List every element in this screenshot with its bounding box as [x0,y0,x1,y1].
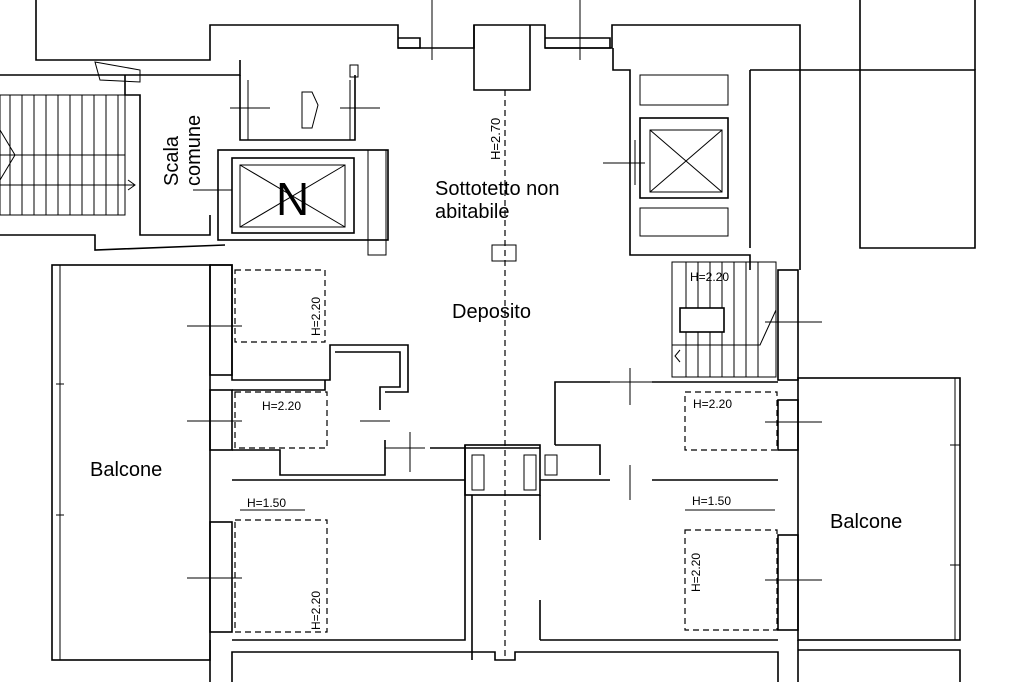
height-right-bottom-b: H=2.20 [689,553,703,592]
right-rooms [540,261,822,641]
storage-label: Deposito [452,301,531,323]
balcony-left [51,264,211,661]
north-symbol: N [276,173,309,225]
stair-label-1: Scala [161,135,183,186]
attic-label-2: abitabile [435,201,510,223]
lift-shaft-left [193,64,389,256]
lift-shaft-right [603,74,729,237]
balcony-right [797,377,961,682]
room-left-top [234,269,326,343]
room-left-mid [234,391,328,449]
attic-label-1: Sottotetto non [435,178,560,200]
ridge-block [398,0,611,262]
left-rooms [187,264,540,641]
room-right-bottom [684,529,778,631]
height-left-top: H=2.20 [309,297,323,336]
balcony-left-label: Balcone [90,459,162,481]
height-stair-right: H=2.20 [690,270,729,284]
common-stair [0,61,211,236]
stair-label-2: comune [183,115,205,186]
height-left-mid: H=2.20 [262,399,301,413]
height-left-bottom-a: H=1.50 [247,496,286,510]
ridge-height: H=2.70 [488,118,503,160]
height-left-bottom-b: H=2.20 [309,591,323,630]
room-left-bottom [234,519,328,633]
central-corridor [209,444,799,682]
room-right-mid [684,391,778,451]
balcony-right-label: Balcone [830,511,902,533]
height-right-bottom-a: H=1.50 [692,494,731,508]
height-right-mid: H=2.20 [693,397,732,411]
